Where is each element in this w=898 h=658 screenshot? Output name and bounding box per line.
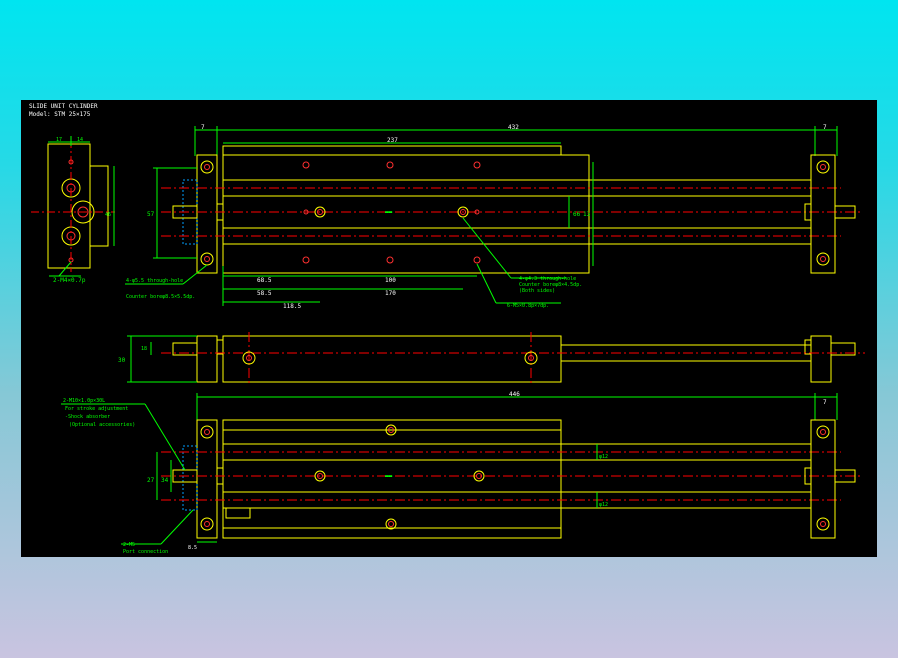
- note-stroke-1: 2-M10×1.0p×30L: [63, 398, 105, 404]
- note-mount-1: 4-φ5.5 through-hole: [126, 278, 183, 284]
- dim-phi-top: φ12: [599, 454, 608, 460]
- dim-bottom-small: 8.5: [188, 545, 197, 551]
- dim-left-cap: 7: [201, 124, 205, 131]
- dim-side-small: 18: [141, 346, 147, 352]
- dim-pitch-5: 118.5: [283, 303, 301, 310]
- dim-end-14: 14: [77, 137, 83, 143]
- dim-pitch-4: 170: [385, 290, 396, 297]
- note-stroke-4: (Optional accessories): [69, 422, 135, 428]
- dim-overall-432: 432: [508, 124, 519, 131]
- dim-pitch-3: 58.5: [257, 290, 272, 297]
- note-stroke-2: For stroke adjustment: [65, 406, 128, 412]
- dim-bottom-overall: 446: [509, 391, 520, 398]
- dim-right-height-2: 13: [583, 211, 591, 218]
- dim-right-cap: 7: [823, 124, 827, 131]
- dim-bottom-34: 34: [161, 477, 169, 484]
- dim-bottom-cap: 7: [823, 399, 827, 406]
- dim-end-17: 17: [56, 137, 62, 143]
- side-view: 30 18: [118, 332, 865, 386]
- cad-drawing-canvas: SLIDE UNIT CYLINDER Model: STM 25×175 17…: [21, 100, 877, 557]
- dim-side-height: 30: [118, 357, 126, 364]
- bottom-view: 446 7 ■■■■ φ12 φ12 27: [61, 391, 861, 555]
- note-body-2: Counter boreφ8×4.5dp.: [519, 282, 582, 288]
- center-mark-top: ■■■■: [385, 210, 392, 214]
- dim-phi-bottom: φ12: [599, 502, 608, 508]
- note-body-tap: 6-M5×0.8p×7dp.: [507, 303, 549, 309]
- drawing-model: Model: STM 25×175: [29, 111, 91, 118]
- dim-left-height: 57: [147, 211, 155, 218]
- center-mark-bottom: ■■■■: [385, 474, 392, 478]
- dim-bottom-27: 27: [147, 477, 155, 484]
- dim-end-46: 46: [105, 212, 111, 218]
- note-mount-2: Counter boreφ8.5×5.5dp.: [126, 294, 195, 300]
- note-end-tap: 2-M4×0.7p: [53, 277, 86, 284]
- dim-pitch-1: 68.5: [257, 277, 272, 284]
- note-port-1: 2-M5: [123, 542, 135, 548]
- dim-right-height: 66: [573, 211, 581, 218]
- note-body-1: 4-φ4.3 through-hole: [519, 276, 576, 282]
- note-port-2: Port connection: [123, 549, 168, 555]
- note-body-3: (Both sides): [519, 288, 555, 294]
- top-view: 432 7 7 237 ■■■■: [125, 124, 861, 310]
- end-view: 17 14 46 2-M4×0.7p: [31, 136, 115, 284]
- note-stroke-3: -Shock absorber: [65, 414, 110, 420]
- dim-body-237: 237: [387, 137, 398, 144]
- cad-drawing: SLIDE UNIT CYLINDER Model: STM 25×175 17…: [29, 103, 865, 555]
- drawing-title: SLIDE UNIT CYLINDER: [29, 103, 98, 110]
- dim-pitch-2: 100: [385, 277, 396, 284]
